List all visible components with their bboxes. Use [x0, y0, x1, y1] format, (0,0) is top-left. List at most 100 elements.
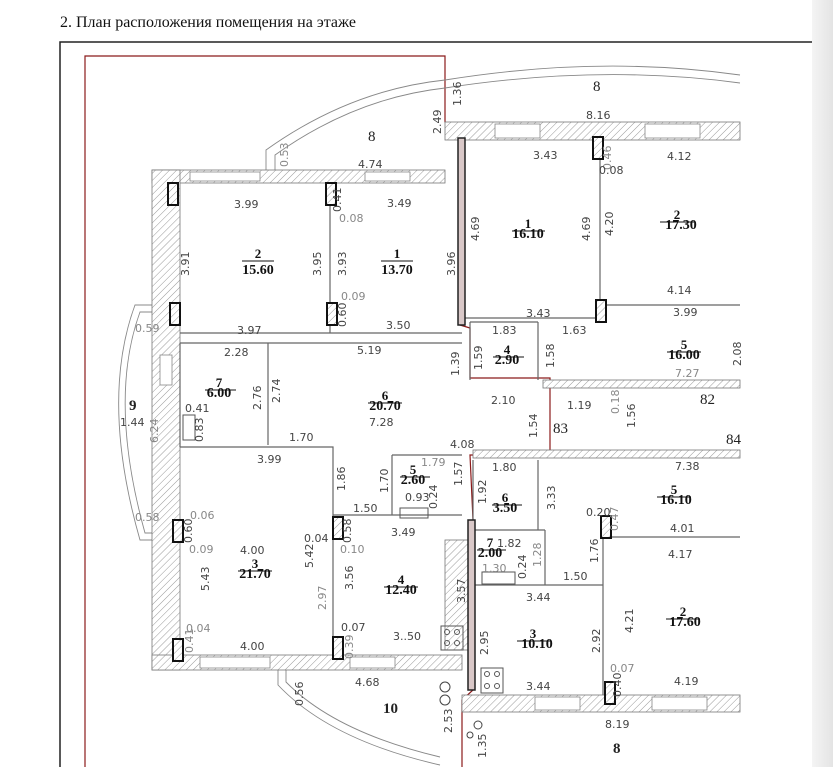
room-area: 16.10: [512, 227, 544, 242]
dimension-label: 4.12: [667, 150, 692, 163]
dimension-label: 1.35: [476, 734, 489, 759]
loggia-label: 8: [593, 79, 601, 95]
dimension-label: 0.08: [599, 164, 624, 177]
room-number: 3: [530, 626, 537, 641]
dimension-label: 0.04: [304, 532, 329, 545]
room-area: 2.60: [401, 473, 426, 488]
room-number: 5: [681, 337, 688, 352]
dimension-label: 0.93: [405, 491, 430, 504]
dimension-label: 1.80: [492, 461, 517, 474]
dimension-label: 1.83: [492, 324, 517, 337]
dimension-label: 5.19: [357, 344, 382, 357]
dimension-label: 0.07: [610, 662, 635, 675]
room-area: 21.70: [239, 567, 271, 582]
dimension-label: 0.04: [186, 622, 211, 635]
dimension-label: 2.92: [590, 629, 603, 654]
dimension-label: 0.56: [293, 682, 306, 707]
dimension-label: 0.18: [609, 390, 622, 415]
dimension-label: 0.10: [340, 543, 365, 556]
dimension-label: 1.92: [476, 480, 489, 505]
dimension-label: 0.24: [427, 485, 440, 510]
dimension-label: 4.20: [603, 212, 616, 237]
dimension-label: 4.69: [469, 217, 482, 242]
dimension-label: 3.91: [179, 252, 192, 277]
walls: [151, 121, 741, 713]
balcony-label: 9: [129, 398, 137, 414]
balcony-arc-left: [118, 304, 152, 541]
dimension-label: 5.43: [199, 567, 212, 592]
dimension-label: 7.27: [675, 367, 700, 380]
stove-icon: [440, 625, 464, 651]
room-number: 5: [410, 462, 417, 477]
dimension-label: 1.50: [353, 502, 378, 515]
dimension-label: 0.20: [586, 506, 611, 519]
dimension-label: 8.16: [586, 109, 611, 122]
dimension-label: 3.49: [387, 197, 412, 210]
dimension-label: 0.41: [331, 188, 344, 213]
dimension-label: 1.59: [472, 346, 485, 371]
dimension-label: 1.58: [544, 344, 557, 369]
dimension-label: 0.60: [336, 303, 349, 328]
page-margin: [812, 0, 833, 767]
dimension-label: 3.97: [237, 324, 262, 337]
dimension-label: 3.93: [336, 252, 349, 277]
dimension-label: 0.46: [601, 146, 614, 171]
dimension-label: 3.99: [257, 453, 282, 466]
room-number: 6: [502, 490, 509, 505]
dimension-label: 4.19: [674, 675, 699, 688]
dimension-label: 0.59: [135, 322, 160, 335]
dimension-label: 0.83: [193, 418, 206, 443]
room-number: 1: [394, 246, 401, 261]
dimension-label: 2.74: [270, 379, 283, 404]
page-frame: [59, 41, 812, 767]
dimension-label: 7.38: [675, 460, 700, 473]
dimension-label: 0.09: [189, 543, 214, 556]
room-number: 4: [398, 572, 405, 587]
dimension-label: 1.19: [567, 399, 592, 412]
dimension-label: 3.96: [445, 252, 458, 277]
balcony-area: 1.44: [120, 416, 145, 429]
dimension-label: 3.44: [526, 591, 551, 604]
corridor-label: 83: [553, 421, 568, 437]
room-area: 16.10: [660, 493, 692, 508]
dimension-label: 6.24: [148, 419, 161, 444]
room-area: 16.00: [668, 348, 700, 363]
loggia-label: 8: [613, 741, 621, 757]
dimension-label: 2.53: [442, 709, 455, 734]
corridor-label: 82: [700, 392, 715, 408]
room-area: 12.40: [385, 583, 417, 598]
dimension-label: 4.00: [240, 544, 265, 557]
dimension-label: 2.49: [431, 110, 444, 135]
dimension-label: 3.43: [533, 149, 558, 162]
dimension-label: 1.70: [289, 431, 314, 444]
dimension-label: 0.07: [341, 621, 366, 634]
dimension-label: 0.47: [608, 507, 621, 532]
room-area: 17.60: [669, 615, 701, 630]
dimension-label: 0.06: [190, 509, 215, 522]
dimension-label: 1.54: [527, 414, 540, 439]
dimension-label: 0.58: [341, 519, 354, 544]
room-area: 10.10: [521, 637, 553, 652]
dimension-label: 1.86: [335, 467, 348, 492]
dimension-label: 7.28: [369, 416, 394, 429]
dimension-label: 1.36: [451, 82, 464, 107]
dimension-label: 4.74: [358, 158, 383, 171]
dimension-label: 0.09: [341, 290, 366, 303]
loggia-label: 8: [368, 129, 376, 145]
dimension-label: 3.50: [386, 319, 411, 332]
dimension-label: 2.28: [224, 346, 249, 359]
room-number: 1: [525, 216, 532, 231]
dimension-label: 3.99: [234, 198, 259, 211]
red-wall-upper: [457, 137, 466, 326]
dimension-label: 4.17: [668, 548, 693, 561]
room-number: 2: [255, 246, 262, 261]
room-number: 4: [504, 342, 511, 357]
room-number: 2: [674, 207, 681, 222]
dimension-label: 0.39: [343, 635, 356, 660]
dimension-label: 1.56: [625, 404, 638, 429]
stove-icon: [480, 667, 504, 694]
dimension-label: 1.82: [497, 537, 522, 550]
dimension-label: 0.53: [278, 143, 291, 168]
dimension-label: 0.24: [516, 555, 529, 580]
dimension-label: 4.21: [623, 609, 636, 634]
